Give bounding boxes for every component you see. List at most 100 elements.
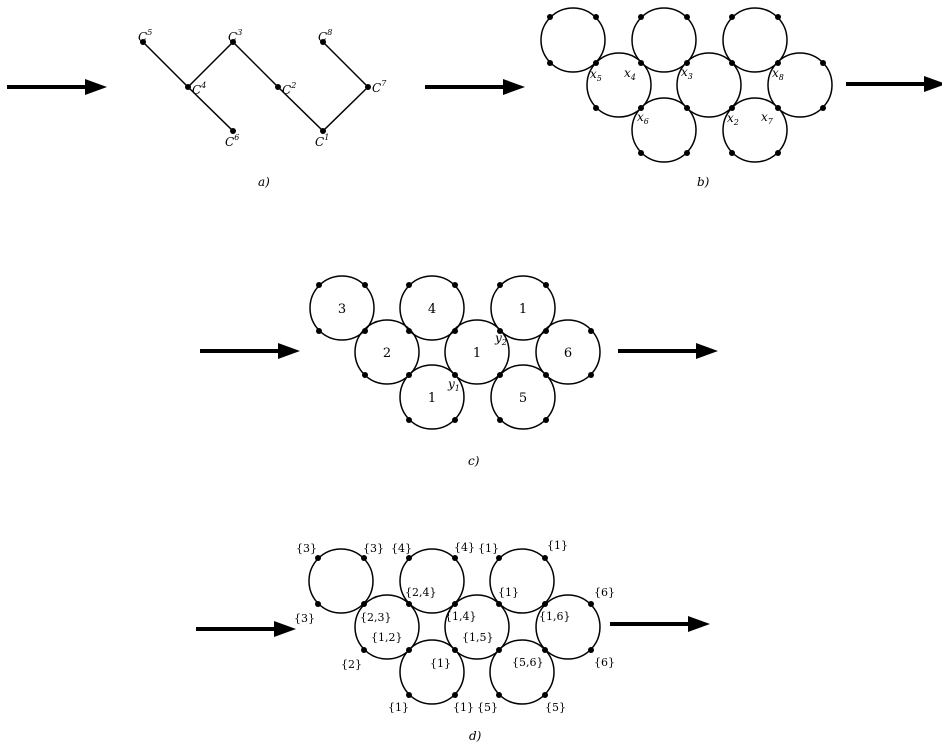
circle-node (767, 52, 833, 118)
tree-node-dot (365, 84, 371, 90)
var-label-x8: x8 (772, 66, 784, 82)
node-label-c7: C7 (372, 79, 387, 95)
circle-node (354, 319, 420, 385)
port-dot (542, 601, 548, 607)
circle-value: 1 (428, 391, 436, 406)
circle-node (722, 97, 788, 163)
circle-node (586, 52, 652, 118)
port-dot (316, 328, 322, 334)
node-label-c6: C6 (225, 133, 239, 149)
var-label-x4: x4 (624, 66, 636, 82)
port-dot (820, 60, 826, 66)
port-dot (406, 417, 412, 423)
set-label: {1} (388, 701, 409, 714)
port-dot (542, 555, 548, 561)
port-dot (361, 647, 367, 653)
circle-node (489, 639, 555, 705)
port-dot (775, 14, 781, 20)
port-dot (593, 60, 599, 66)
panel-c-caption: c) (468, 454, 480, 468)
port-dot (543, 282, 549, 288)
port-dot (452, 647, 458, 653)
circle-value: 5 (519, 391, 527, 406)
tree-node-dot (140, 39, 146, 45)
circle-node (676, 52, 742, 118)
set-label: {1,6} (539, 610, 571, 623)
set-label: {1} (547, 539, 568, 552)
circle-node (444, 319, 510, 385)
port-dot (684, 60, 690, 66)
set-label: {1} (478, 542, 499, 555)
port-dot (729, 105, 735, 111)
tree-edge (187, 41, 234, 88)
port-dot (362, 282, 368, 288)
circle-node (354, 594, 420, 660)
port-dot (452, 555, 458, 561)
var-label-x6: x6 (637, 110, 649, 126)
circle-value: 2 (383, 346, 391, 361)
port-dot (775, 60, 781, 66)
var-label-x7: x7 (761, 110, 774, 126)
arrow-right-icon (608, 614, 712, 634)
port-dot (497, 328, 503, 334)
var-label-y1: y1 (447, 377, 460, 393)
tree-node-dot (275, 84, 281, 90)
port-dot (406, 647, 412, 653)
port-dot (406, 601, 412, 607)
port-dot (496, 647, 502, 653)
port-dot (729, 60, 735, 66)
port-dot (729, 150, 735, 156)
port-dot (543, 372, 549, 378)
port-dot (543, 328, 549, 334)
panel-c-circles: 3 4 1 2 1 6 1 5 y1 y2 c) (309, 275, 601, 468)
port-dot (820, 105, 826, 111)
circle-node (722, 7, 788, 73)
arrow-right-icon (5, 77, 109, 97)
set-label: {6} (594, 586, 615, 599)
node-label-c2: C2 (282, 81, 296, 97)
set-label: {1} (453, 701, 474, 714)
circle-node (535, 594, 601, 660)
set-label: {5,6} (512, 656, 544, 669)
circle-value: 3 (338, 302, 346, 317)
port-dot (496, 692, 502, 698)
set-label: {5} (477, 701, 498, 714)
tree-edge (142, 41, 189, 88)
tree-node-dot (230, 128, 236, 134)
circle-node (399, 275, 465, 341)
port-dot (406, 372, 412, 378)
port-dot (452, 601, 458, 607)
tree-edge (277, 86, 324, 132)
circle-value: 1 (519, 302, 527, 317)
port-dot (497, 372, 503, 378)
port-dot (497, 282, 503, 288)
port-dot (547, 60, 553, 66)
port-dot (775, 105, 781, 111)
circle-node (631, 7, 697, 73)
circle-node (444, 594, 510, 660)
port-dot (406, 282, 412, 288)
port-dot (684, 150, 690, 156)
var-label-x3: x3 (681, 65, 693, 81)
port-dot (452, 372, 458, 378)
port-dot (361, 601, 367, 607)
set-label: {2,3} (360, 611, 392, 624)
arrow-right-icon (423, 77, 527, 97)
node-label-c4: C4 (192, 81, 206, 97)
port-dot (496, 555, 502, 561)
set-label: {3} (296, 542, 317, 555)
arrow-right-icon (616, 341, 720, 361)
port-dot (588, 328, 594, 334)
set-label: {1,5} (462, 631, 494, 644)
node-label-c8: C8 (318, 28, 332, 44)
circle-node (399, 548, 465, 614)
node-label-c1: C1 (315, 133, 329, 149)
var-label-x2: x2 (727, 111, 739, 127)
arrow-right-icon (844, 74, 942, 94)
port-dot (452, 692, 458, 698)
circle-node (631, 97, 697, 163)
port-dot (316, 282, 322, 288)
circle-node (308, 548, 374, 614)
